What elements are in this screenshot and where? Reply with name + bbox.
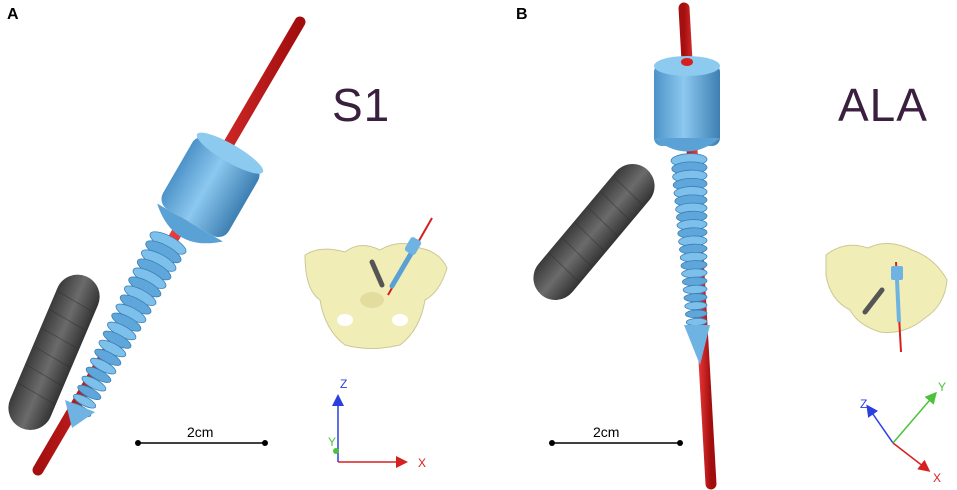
level-label-b: ALA xyxy=(838,79,928,131)
panel-letter-a: A xyxy=(7,6,19,23)
screw-shaft-a xyxy=(65,231,187,428)
axis-z-label-a: Z xyxy=(340,377,347,391)
screw-b-thread xyxy=(684,301,708,311)
level-label-a: S1 xyxy=(332,79,391,131)
gray-implant-a xyxy=(8,274,100,430)
screw-b-thread xyxy=(685,309,708,319)
screw-shaft-b xyxy=(670,153,710,365)
axis-z-label-b: Z xyxy=(860,397,867,411)
screw-a-thread xyxy=(77,384,102,400)
axis-x-label-a: X xyxy=(418,456,426,470)
axis-x-label-b: X xyxy=(933,471,941,485)
scale-label-a: 2cm xyxy=(187,424,214,440)
screw-a-thread xyxy=(81,375,107,392)
axes-a xyxy=(332,394,408,468)
panel-a-art xyxy=(8,16,448,476)
panel-b-art xyxy=(533,2,948,490)
screw-a-thread xyxy=(85,366,112,383)
screw-head-b xyxy=(654,56,720,152)
sacrum-inset-a xyxy=(304,217,448,349)
axes-b xyxy=(866,391,937,472)
panel-letter-b: B xyxy=(516,6,528,23)
scale-label-b: 2cm xyxy=(593,424,620,440)
screw-a-tip xyxy=(65,400,95,428)
gray-implant-b xyxy=(533,164,655,300)
screw-a-thread xyxy=(73,393,97,409)
screw-head-a xyxy=(157,132,264,244)
screw-b-tip xyxy=(684,325,710,365)
sacrum-inset-b xyxy=(825,243,948,353)
axis-y-label-b: Y xyxy=(938,380,946,394)
axis-y-label-a: Y xyxy=(328,435,336,449)
